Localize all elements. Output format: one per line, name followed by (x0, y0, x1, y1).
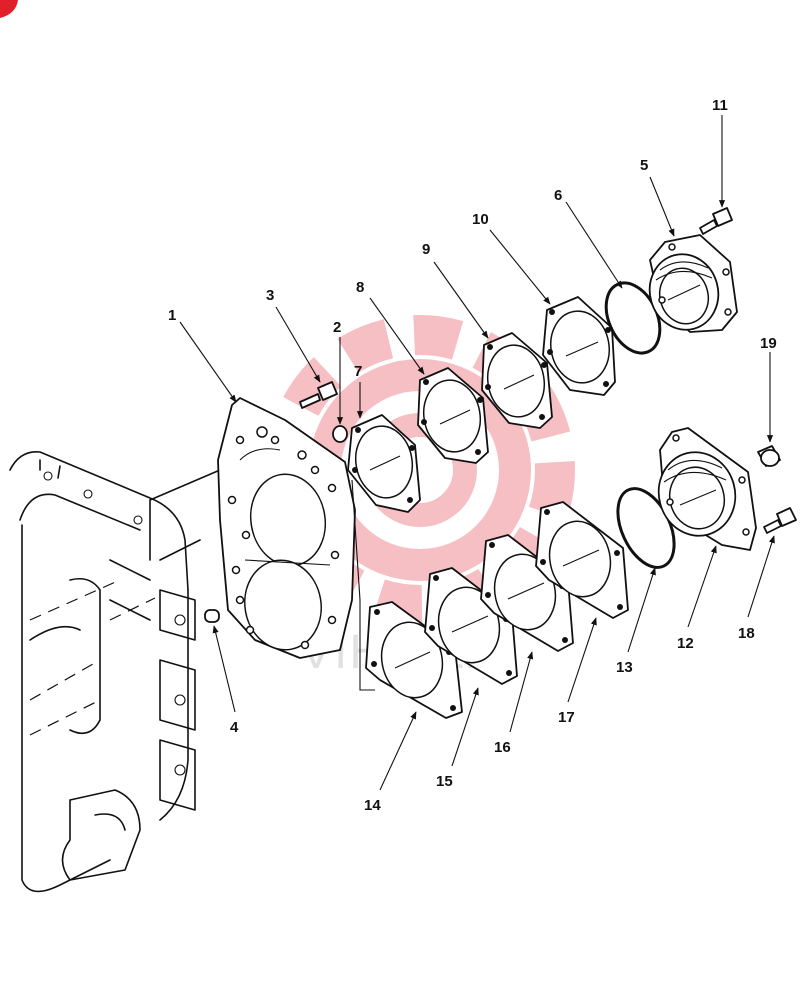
callout-16: 16 (494, 739, 511, 756)
part-11-capscrew (699, 207, 733, 235)
callout-2: 2 (333, 319, 341, 336)
part-18-capscrew (763, 507, 797, 534)
callout-12: 12 (677, 635, 694, 652)
callout-10: 10 (472, 211, 489, 228)
part-17-gasket (535, 501, 629, 619)
callout-5: 5 (640, 157, 648, 174)
part-7-gasket (347, 414, 421, 513)
part-10-gasket (542, 296, 616, 396)
corner-mark (0, 0, 18, 18)
callout-7: 7 (354, 363, 362, 380)
callout-1: 1 (168, 307, 176, 324)
part-3-capscrew (299, 381, 338, 409)
part-12-bearing-retainer (657, 427, 757, 551)
callout-14: 14 (364, 797, 381, 814)
callout-15: 15 (436, 773, 453, 790)
callout-17: 17 (558, 709, 575, 726)
callout-8: 8 (356, 279, 364, 296)
part-9-gasket (481, 332, 553, 429)
callout-numbers: 1 2 3 4 5 6 7 8 9 10 11 12 13 14 15 16 1… (168, 97, 777, 814)
callout-6: 6 (554, 187, 562, 204)
callout-3: 3 (266, 287, 274, 304)
part-2-dowel (332, 425, 348, 443)
part-4-dowel (204, 609, 220, 623)
callout-4: 4 (230, 719, 239, 736)
part-1-adapter-plate (217, 397, 356, 659)
callout-9: 9 (422, 241, 430, 258)
callout-11: 11 (712, 97, 728, 114)
transmission-housing (9, 451, 221, 893)
callout-19: 19 (760, 335, 777, 352)
part-5-bearing-retainer (648, 234, 738, 333)
part-16-gasket (480, 534, 574, 652)
part-19-plug (757, 445, 781, 467)
callout-18: 18 (738, 625, 755, 642)
leader-lines (179, 115, 775, 791)
callout-13: 13 (616, 659, 633, 676)
part-14-gasket (365, 601, 463, 719)
part-8-gasket (417, 367, 489, 464)
